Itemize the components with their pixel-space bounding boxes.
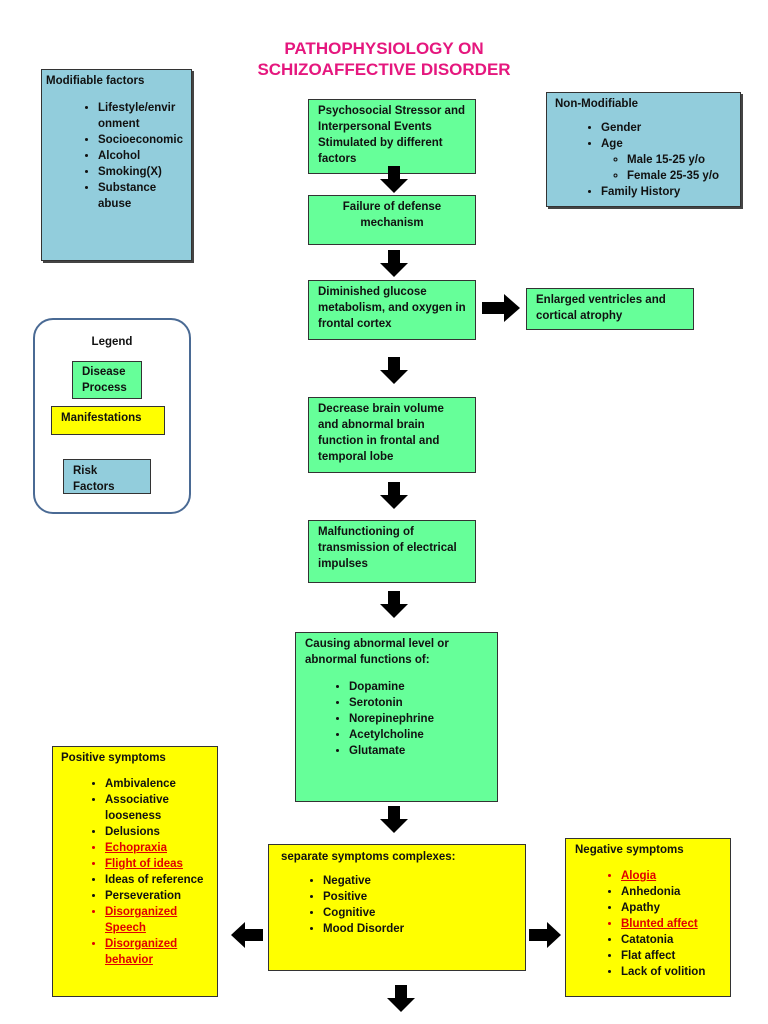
negative-heading: Negative symptoms [575,844,684,856]
positive-item: Associative looseness [105,792,209,824]
negative-item: Flat affect [621,948,721,964]
negative-symptoms-box: Negative symptoms Alogia Anhedonia Apath… [565,838,731,997]
non-modifiable-heading: Non-Modifiable [555,98,639,110]
legend-heading: Legend [91,336,133,348]
positive-heading: Positive symptoms [61,752,166,764]
arrow-left-icon [231,922,263,948]
neurotransmitter-item: Norepinephrine [349,711,488,727]
negative-item: Blunted affect [621,916,721,932]
symptom-complexes-box: separate symptoms complexes: Negative Po… [268,844,526,971]
modifiable-item: Smoking(X) [98,164,187,180]
neurotransmitter-item: Acetylcholine [349,727,488,743]
complex-item: Positive [323,889,513,905]
non-modifiable-age: Age Male 15-25 y/o Female 25-35 y/o [601,136,732,184]
positive-item: Flight of ideas [105,856,209,872]
age-male: Male 15-25 y/o [627,152,732,168]
complex-item: Mood Disorder [323,921,513,937]
negative-item: Anhedonia [621,884,721,900]
abnormal-functions-box: Causing abnormal level or abnormal funct… [295,632,498,802]
modifiable-item: Lifestyle/envir onment [98,100,187,132]
legend-risk-factors: Risk Factors [63,459,151,494]
neurotransmitter-item: Glutamate [349,743,488,759]
legend-panel: Legend Disease Process Manifestations Ri… [33,318,191,514]
non-modifiable-box: Non-Modifiable Gender Age Male 15-25 y/o… [546,92,741,207]
arrow-down-icon [380,591,408,618]
arrow-down-icon [380,250,408,277]
arrow-right-icon [529,922,561,948]
abnormal-intro: Causing abnormal level or abnormal funct… [305,638,449,666]
modifiable-factors-box: Modifiable factors Lifestyle/envir onmen… [41,69,192,261]
arrow-down-icon [380,357,408,384]
modifiable-heading: Modifiable factors [46,75,145,87]
page-title: PATHOPHYSIOLOGY ON SCHIZOAFFECTIVE DISOR… [0,38,768,80]
arrow-down-icon [387,985,415,1012]
positive-item: Ambivalence [105,776,209,792]
arrow-down-icon [380,166,408,193]
glucose-box: Diminished glucose metabolism, and oxyge… [308,280,476,340]
brain-volume-box: Decrease brain volume and abnormal brain… [308,397,476,473]
complex-item: Negative [323,873,513,889]
legend-manifestations: Manifestations [51,406,165,435]
age-label: Age [601,138,623,150]
complex-item: Cognitive [323,905,513,921]
modifiable-item: Socioeconomic [98,132,187,148]
positive-item: Disorganized behavior [105,936,209,968]
arrow-right-icon [482,294,520,322]
arrow-down-icon [380,806,408,833]
modifiable-item: Alcohol [98,148,187,164]
legend-disease-process: Disease Process [72,361,142,399]
negative-item: Alogia [621,868,721,884]
negative-item: Apathy [621,900,721,916]
malfunction-box: Malfunctioning of transmission of electr… [308,520,476,583]
positive-item: Delusions [105,824,209,840]
negative-item: Catatonia [621,932,721,948]
positive-symptoms-box: Positive symptoms Ambivalence Associativ… [52,746,218,997]
failure-box: Failure of defense mechanism [308,195,476,245]
negative-item: Lack of volition [621,964,721,980]
positive-item: Echopraxia [105,840,209,856]
neurotransmitter-item: Serotonin [349,695,488,711]
neurotransmitter-item: Dopamine [349,679,488,695]
title-line-2: SCHIZOAFFECTIVE DISORDER [257,60,511,79]
positive-item: Ideas of reference [105,872,209,888]
modifiable-item: Substance abuse [98,180,187,212]
enlarged-ventricles-box: Enlarged ventricles and cortical atrophy [526,288,694,330]
non-modifiable-gender: Gender [601,120,732,136]
title-line-1: PATHOPHYSIOLOGY ON [284,39,484,58]
positive-item: Perseveration [105,888,209,904]
age-female: Female 25-35 y/o [627,168,732,184]
arrow-down-icon [380,482,408,509]
positive-item: Disorganized Speech [105,904,209,936]
non-modifiable-family: Family History [601,184,732,200]
complexes-heading: separate symptoms complexes: [281,851,456,863]
stressor-box: Psychosocial Stressor and Interpersonal … [308,99,476,174]
